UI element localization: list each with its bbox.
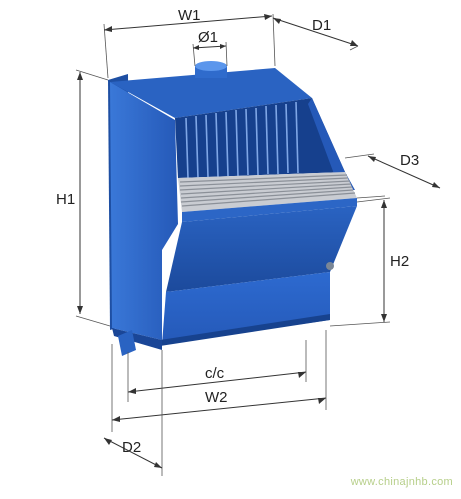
label-w1: W1 (178, 7, 201, 24)
label-d2: D2 (122, 439, 141, 456)
grate-bars (179, 174, 356, 207)
back-fins (185, 101, 299, 179)
label-h2: H2 (390, 253, 409, 270)
label-d3: D3 (400, 152, 419, 169)
label-d1: D1 (312, 17, 331, 34)
right-hood-side (308, 98, 355, 190)
side-knob (326, 262, 334, 270)
left-side-face (110, 82, 178, 340)
label-cc: c/c (205, 365, 225, 382)
label-w2: W2 (205, 389, 228, 406)
label-h1: H1 (56, 191, 75, 208)
top-hood (110, 68, 312, 118)
top-outlet-rim (195, 61, 227, 71)
left-foot-bracket (118, 330, 136, 356)
lower-hopper-front (166, 206, 357, 292)
label-phi1: Ø1 (198, 29, 218, 46)
table-front-lip (182, 198, 357, 222)
watermark: www.chinajnhb.com (350, 476, 453, 488)
cabinet-bottom-band (160, 314, 330, 346)
